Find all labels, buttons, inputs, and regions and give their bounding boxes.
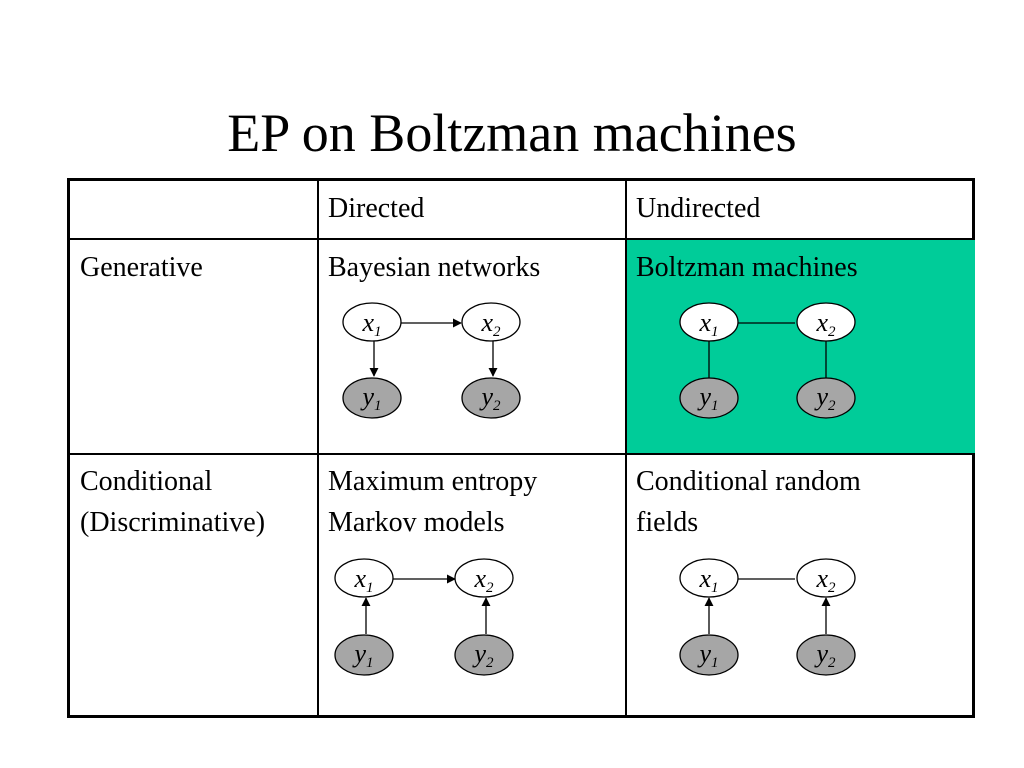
label-x2: x2 [473,564,494,596]
label-y1: y1 [359,382,381,414]
row-label-line: Conditional [80,466,213,497]
memm-diagram [334,558,514,676]
node-x1 [679,302,739,342]
label-x1: x1 [698,564,718,596]
label-x1: x1 [353,564,373,596]
node-x1 [679,558,739,598]
node-y1 [334,634,394,676]
label-y1: y1 [351,639,373,671]
node-x2 [461,302,521,342]
label-y2: y2 [471,639,494,671]
highlighted-cell-boltzman [627,240,975,453]
comparison-table: Directed Undirected Generative Bayesian … [67,178,975,718]
cell-boltzman-machines: Boltzman machines [636,252,858,283]
row-label-generative: Generative [80,252,203,283]
node-y2 [454,634,514,676]
crf-diagram [679,558,856,676]
row-divider-1 [70,238,972,240]
row-label-conditional: Conditional (Discriminative) [80,461,265,543]
cell-line: Conditional random [636,466,861,497]
label-x1: x1 [698,308,718,340]
slide-title: EP on Boltzman machines [227,103,797,163]
label-x2: x2 [480,308,501,340]
node-y1 [679,634,739,676]
header-directed: Directed [328,193,425,224]
cell-bayesian-networks: Bayesian networks [328,252,541,283]
cell-memm: Maximum entropy Markov models [328,461,537,543]
node-y2 [796,377,856,419]
node-y1 [342,377,402,419]
node-y2 [796,634,856,676]
header-undirected: Undirected [636,193,761,224]
label-x1: x1 [361,308,381,340]
label-y1: y1 [696,639,718,671]
label-x2: x2 [815,564,836,596]
node-x1 [334,558,394,598]
label-y2: y2 [813,639,836,671]
node-x1 [342,302,402,342]
boltzman-machine-diagram [679,302,856,419]
node-x2 [796,558,856,598]
cell-line: fields [636,507,699,538]
row-label-line: (Discriminative) [80,507,266,538]
node-y2 [461,377,521,419]
cell-line: Maximum entropy [328,466,538,497]
node-labels: x1 x2 y1 y2 x1 x2 y1 y2 x1 x2 y1 y2 x1 x… [351,308,836,671]
label-x2: x2 [815,308,836,340]
cell-crf: Conditional random fields [636,461,861,543]
label-y2: y2 [478,382,501,414]
label-y2: y2 [813,382,836,414]
column-divider-1 [317,181,319,715]
cell-line: Markov models [328,507,505,538]
label-y1: y1 [696,382,718,414]
node-y1 [679,377,739,419]
row-divider-2 [70,453,972,455]
column-divider-2 [625,181,627,715]
bayesian-network-diagram [342,302,521,419]
node-x2 [454,558,514,598]
node-x2 [796,302,856,342]
